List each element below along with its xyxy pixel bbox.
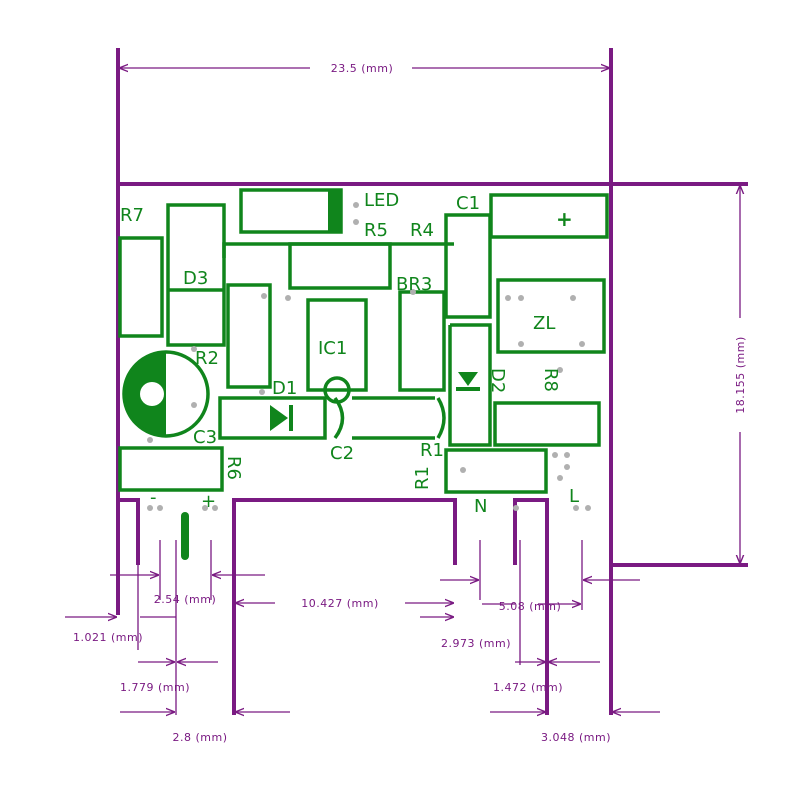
br3-body [398,290,446,392]
r2-body [226,283,272,389]
label-r6: R6 [223,456,244,480]
label-d3: D3 [183,268,208,289]
pads [147,202,591,511]
label-r7: R7 [120,205,144,226]
dim-width: 23.5 (mm) [331,62,394,75]
dim-pin-pitch-left: 2.54 (mm) [154,593,217,606]
dim-height: 18.155 (mm) [734,336,747,414]
label-n: N [474,496,487,517]
label-br3: BR3 [396,274,432,295]
d1-body [218,396,327,440]
c3-hole [140,382,164,406]
label-d2: D2 [487,368,508,393]
label-c1-plus: + [556,207,573,231]
label-ic1: IC1 [318,338,347,359]
c2-body [352,396,435,440]
label-minus: - [150,487,157,508]
r7-body [118,236,164,338]
minus-pad-strip [181,512,189,560]
label-c1: C1 [456,193,480,214]
dim-3048: 3.048 (mm) [541,731,611,744]
dim-gap-middle: 10.427 (mm) [301,597,379,610]
label-c3: C3 [193,427,217,448]
led-band [328,191,340,231]
d2-diode-icon [458,372,478,386]
label-d1: D1 [272,378,297,399]
label-r8: R8 [540,368,561,392]
led-body [239,188,343,234]
label-led: LED [364,190,399,211]
zl-body [496,278,606,354]
component-labels: R7 LED R5 R4 C1 + D3 BR3 ZL IC1 R2 D1 C3… [120,190,579,517]
d3-body [166,203,226,347]
ic1-notch [323,376,351,404]
r4-body [444,213,492,319]
label-r5: R5 [364,220,388,241]
dim-1779: 1.779 (mm) [120,681,190,694]
label-r2: R2 [195,348,219,369]
label-r1-b: R1 [412,466,433,490]
c1-body [489,193,609,239]
dim-1021: 1.021 (mm) [73,631,143,644]
dim-2973: 2.973 (mm) [441,637,511,650]
d1-diode-icon [270,405,288,431]
r8-body [493,401,601,447]
r5-body [288,242,392,290]
label-r1-a: R1 [420,440,444,461]
board-outline [116,48,748,715]
label-c2: C2 [330,443,354,464]
label-l: L [569,486,579,507]
label-r4: R4 [410,220,434,241]
component-outlines [118,188,609,494]
dim-28: 2.8 (mm) [172,731,227,744]
label-plus: + [201,491,216,512]
dim-1472: 1.472 (mm) [493,681,563,694]
dimension-lines [65,68,740,715]
r1-body [444,448,548,494]
label-zl: ZL [533,313,555,334]
dimension-labels: 23.5 (mm) 18.155 (mm) 2.54 (mm) 10.427 (… [73,62,747,744]
c3-outline [122,350,210,438]
r6-body [118,446,224,492]
copper-fills [124,191,480,560]
dim-pin-pitch-right: 5.08 (mm) [499,600,562,613]
ic1-body [306,298,368,392]
